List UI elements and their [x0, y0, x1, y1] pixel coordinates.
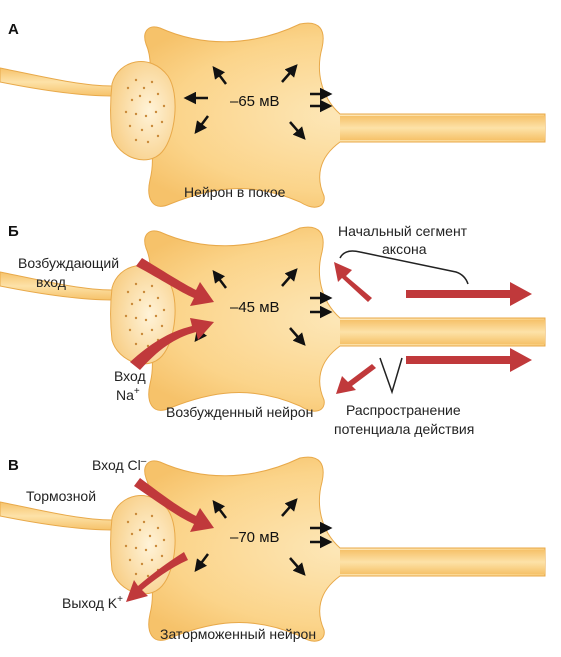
panel-c-letter: В	[8, 457, 19, 474]
na-input-arrow	[130, 318, 214, 370]
panel-a-letter: А	[8, 21, 19, 38]
membrane-potential: –70 мВ	[230, 529, 280, 546]
panel-c: В –70 мВ	[0, 456, 546, 642]
propagation-arrow-top	[406, 282, 532, 306]
segment-label-1: Начальный сегмент	[338, 223, 468, 239]
vesicle-dots	[124, 282, 166, 348]
current-arrows	[183, 64, 333, 140]
ion-flux-arrows	[130, 258, 532, 394]
panel-b-caption: Возбужденный нейрон	[166, 404, 313, 420]
neuron-resting: –65 мВ	[0, 22, 546, 208]
segment-label-2: аксона	[382, 241, 427, 257]
vesicle-dots	[124, 78, 166, 144]
ion-flux-arrows	[126, 478, 214, 602]
k-label: Выход K+	[62, 594, 123, 611]
neuron-inhibited: –70 мВ	[0, 456, 546, 642]
spread-pointer	[379, 357, 403, 395]
panel-b-letter: Б	[8, 223, 19, 240]
cl-input-arrow	[134, 478, 214, 532]
panel-c-caption: Заторможенный нейрон	[160, 626, 316, 642]
k-output-arrow	[126, 552, 188, 602]
spread-label-2: потенциала действия	[334, 421, 474, 437]
excitatory-input-label-1: Возбуждающий	[18, 255, 119, 271]
propagation-arrow-bottom	[406, 348, 532, 372]
neuron-excited: –45 мВ	[0, 226, 546, 412]
segment-bracket	[339, 250, 469, 285]
membrane-potential: –65 мВ	[230, 93, 280, 110]
na-label-2: Na+	[116, 386, 140, 403]
excitatory-input-arrow	[136, 258, 214, 306]
back-down-arrow	[336, 364, 376, 394]
current-arrows	[194, 498, 333, 576]
panel-b: Б –45 мВ	[0, 223, 546, 437]
na-label-1: Вход	[114, 368, 146, 384]
panel-a-caption: Нейрон в покое	[184, 184, 286, 200]
excitatory-input-label-2: вход	[36, 274, 66, 290]
spread-label-1: Распространение	[346, 402, 461, 418]
panel-a: А –65 мВ Нейрон в п	[0, 21, 546, 208]
segment-back-arrow	[334, 262, 372, 302]
inhibitory-label: Тормозной	[26, 488, 96, 504]
cl-label: Вход Cl–	[92, 456, 147, 473]
membrane-potential: –45 мВ	[230, 299, 280, 316]
